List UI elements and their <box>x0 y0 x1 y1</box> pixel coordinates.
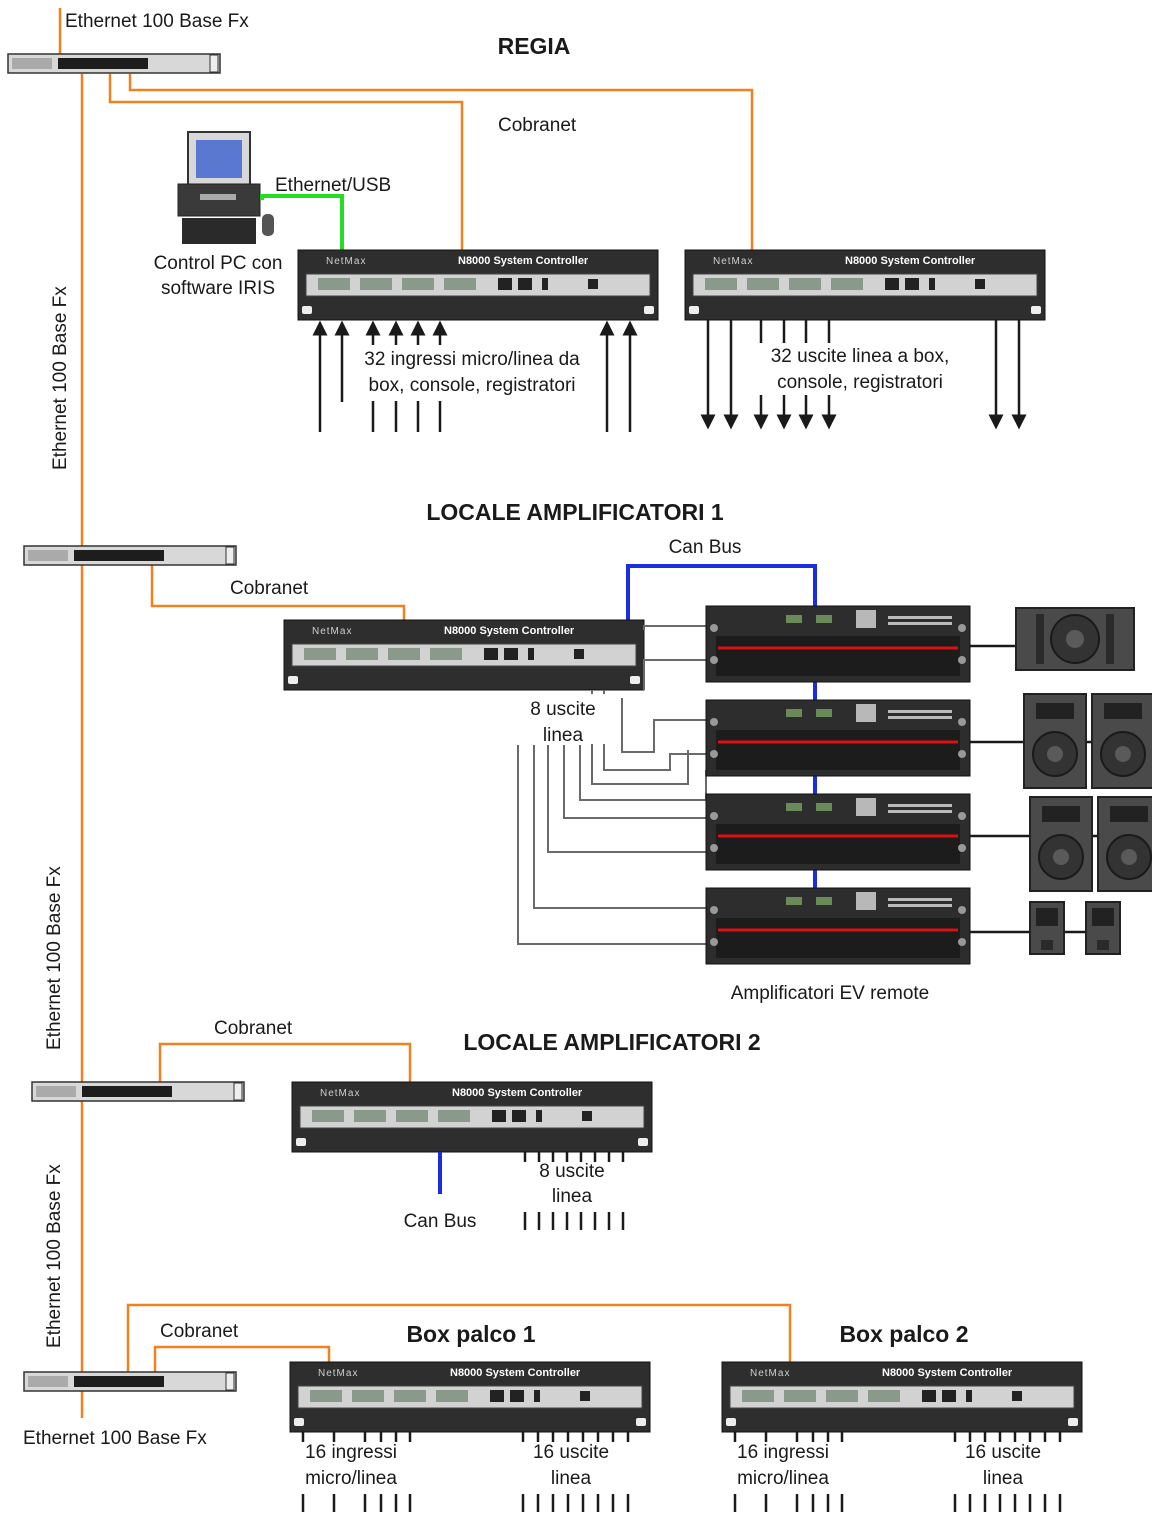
controller-model-label: N8000 System Controller <box>458 255 589 267</box>
locale1-outputs-label-line2: linea <box>543 725 584 746</box>
small-speaker-icon <box>1085 901 1121 955</box>
cobranet-label-locale2: Cobranet <box>214 1018 293 1039</box>
controller-model-label: N8000 System Controller <box>882 1367 1013 1379</box>
box1-outputs-label-line1: 16 uscite <box>533 1442 609 1463</box>
control-pc-icon <box>177 131 274 244</box>
cobranet-label-box: Cobranet <box>160 1321 239 1342</box>
box2-outputs-label-line2: linea <box>983 1468 1024 1489</box>
box1-inputs-label-line2: micro/linea <box>305 1468 397 1489</box>
regia-outputs-label-line1: 32 uscite linea a box, <box>771 346 950 367</box>
controller-model-label: N8000 System Controller <box>452 1087 583 1099</box>
ethernet-vertical-label-2: Ethernet 100 Base Fx <box>44 866 65 1050</box>
amplifiers-caption: Amplificatori EV remote <box>731 983 930 1004</box>
box1-outputs-label-line2: linea <box>551 1468 592 1489</box>
loudspeaker-icon <box>1029 796 1093 892</box>
box2-inputs-label-line1: 16 ingressi <box>737 1442 829 1463</box>
ethernet-switch-box <box>23 1371 237 1392</box>
regia-inputs-label-line1: 32 ingressi micro/linea da <box>364 349 580 370</box>
locale2-outputs-label-line2: linea <box>552 1186 593 1207</box>
controller-model-label: N8000 System Controller <box>444 625 575 637</box>
controller-brand-label: NetMax <box>750 1368 790 1379</box>
controller-brand-label: NetMax <box>326 256 366 267</box>
box1-io-ticks <box>301 1432 630 1512</box>
section-title-locale1: LOCALE AMPLIFICATORI 1 <box>426 499 724 525</box>
loudspeaker-icon <box>1023 693 1087 789</box>
amplifier-4 <box>704 886 972 966</box>
ethernet-switch-locale1 <box>23 545 237 566</box>
can-bus-label-locale2: Can Bus <box>404 1211 477 1232</box>
section-title-box1: Box palco 1 <box>406 1321 535 1347</box>
section-title-locale2: LOCALE AMPLIFICATORI 2 <box>463 1029 760 1055</box>
locale2-outputs-label-line1: 8 uscite <box>539 1161 604 1182</box>
regia-inputs-label-line2: box, console, registratori <box>369 375 576 396</box>
small-speaker-icon <box>1029 901 1065 955</box>
subwoofer-speaker-icon <box>1015 607 1135 671</box>
cobranet-label-regia: Cobranet <box>498 115 577 136</box>
amplifier-2 <box>704 698 972 778</box>
box2-io-ticks <box>733 1432 1062 1512</box>
locale1-outputs-label-line1: 8 uscite <box>530 699 595 720</box>
controller-model-label: N8000 System Controller <box>845 255 976 267</box>
control-pc-label-line1: Control PC con <box>154 253 283 274</box>
controller-brand-label: NetMax <box>312 626 352 637</box>
section-title-box2: Box palco 2 <box>839 1321 968 1347</box>
amplifier-3 <box>704 792 972 872</box>
box1-inputs-label-line1: 16 ingressi <box>305 1442 397 1463</box>
ethernet-top-label: Ethernet 100 Base Fx <box>65 11 249 32</box>
controller-model-label: N8000 System Controller <box>450 1367 581 1379</box>
controller-brand-label: NetMax <box>318 1368 358 1379</box>
can-bus-label-locale1: Can Bus <box>669 537 742 558</box>
ethernet-usb-label: Ethernet/USB <box>275 175 391 196</box>
ethernet-switch-regia <box>7 53 221 74</box>
control-pc-label-line2: software IRIS <box>161 278 275 299</box>
loudspeaker-icon <box>1097 796 1152 892</box>
box2-outputs-label-line1: 16 uscite <box>965 1442 1041 1463</box>
locale2-output-ticks <box>523 1152 625 1230</box>
box2-inputs-label-line2: micro/linea <box>737 1468 829 1489</box>
controller-brand-label: NetMax <box>320 1088 360 1099</box>
ethernet-switch-locale2 <box>31 1081 245 1102</box>
loudspeaker-icon <box>1091 693 1152 789</box>
regia-outputs-label-line2: console, registratori <box>777 372 943 393</box>
can-bus-line <box>626 564 817 624</box>
cobranet-label-locale1: Cobranet <box>230 578 309 599</box>
amplifier-1 <box>704 604 972 684</box>
controller-brand-label: NetMax <box>713 256 753 267</box>
ethernet-vertical-label-3: Ethernet 100 Base Fx <box>44 1164 65 1348</box>
ethernet-bottom-label: Ethernet 100 Base Fx <box>23 1428 207 1449</box>
section-title-regia: REGIA <box>498 33 571 59</box>
ethernet-vertical-label-1: Ethernet 100 Base Fx <box>50 286 71 470</box>
